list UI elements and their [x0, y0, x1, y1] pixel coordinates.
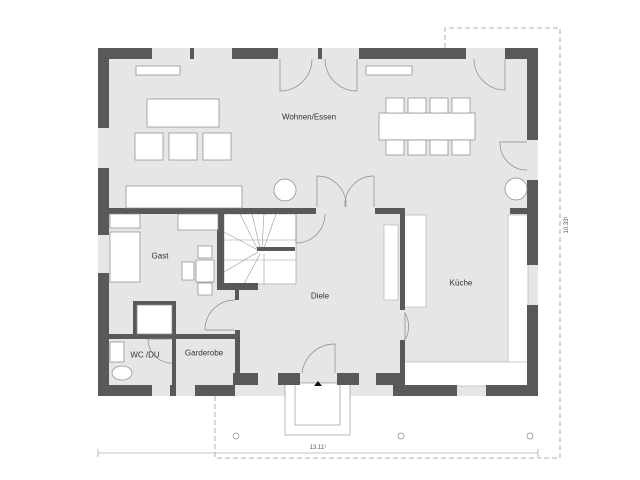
walls [98, 48, 538, 396]
small-table [195, 259, 215, 283]
plant [504, 177, 528, 201]
sink [109, 341, 125, 363]
armchair [168, 132, 198, 161]
room-label-wc: WC /DU [130, 350, 160, 360]
armchair [202, 132, 232, 161]
dimension-depth: 10.33¹ [564, 216, 570, 234]
room-label-wardrobe: Garderobe [184, 348, 224, 358]
kitchen-counters [383, 214, 529, 387]
room-label-kitchen: Küche [449, 278, 473, 288]
sofa [146, 98, 220, 128]
room-label-living: Wohnen/Essen [281, 112, 337, 122]
furniture [109, 65, 534, 440]
staircase [223, 213, 297, 285]
armchair [134, 132, 164, 161]
room-label-guest: Gast [151, 251, 169, 261]
shower [136, 304, 173, 335]
toilet [111, 365, 133, 381]
bed [109, 231, 141, 283]
entrance-marker [314, 381, 322, 386]
plant [273, 178, 297, 202]
sideboard [125, 185, 243, 209]
room-label-hall: Diele [310, 291, 330, 301]
entrance-porch [284, 382, 351, 436]
dining-table [378, 112, 476, 141]
desk [177, 213, 219, 231]
doors [147, 58, 528, 374]
dimension-width: 13.11¹ [309, 445, 327, 451]
dimension-lines [97, 449, 539, 457]
terrace-outline [214, 27, 561, 459]
